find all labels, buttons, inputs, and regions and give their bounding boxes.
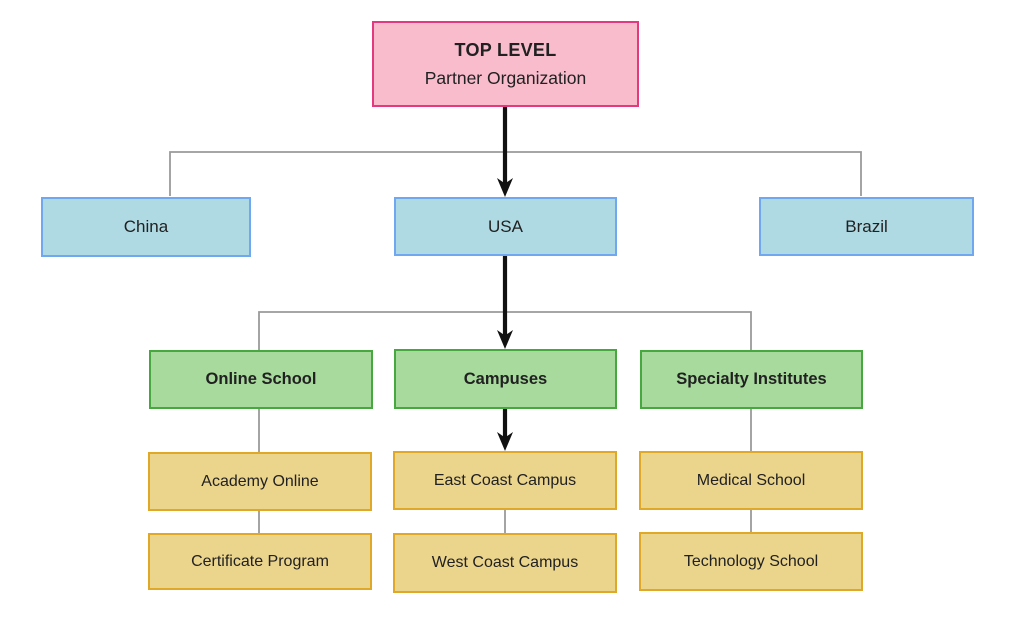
arrow-usa-to-campuses (497, 256, 513, 349)
node-leaf-certificate-program: Certificate Program (148, 533, 372, 590)
node-top-level-subtitle: Partner Organization (424, 67, 587, 88)
node-division-specialty-institutes: Specialty Institutes (640, 350, 863, 409)
node-division-online-school: Online School (149, 350, 373, 409)
connector-root-to-countries (169, 151, 862, 196)
node-leaf-west-coast-campus: West Coast Campus (393, 533, 617, 593)
node-leaf-east-coast-campus: East Coast Campus (393, 451, 617, 510)
node-country-china: China (41, 197, 251, 257)
node-top-level: TOP LEVEL Partner Organization (372, 21, 639, 107)
node-division-campuses: Campuses (394, 349, 617, 409)
node-leaf-technology-school: Technology School (639, 532, 863, 591)
node-country-usa: USA (394, 197, 617, 256)
arrow-root-to-usa (497, 107, 513, 197)
arrow-campuses-to-eastcoast (497, 409, 513, 451)
node-leaf-academy-online: Academy Online (148, 452, 372, 511)
node-leaf-medical-school: Medical School (639, 451, 863, 510)
node-top-level-title: TOP LEVEL (454, 39, 557, 60)
node-country-brazil: Brazil (759, 197, 974, 256)
